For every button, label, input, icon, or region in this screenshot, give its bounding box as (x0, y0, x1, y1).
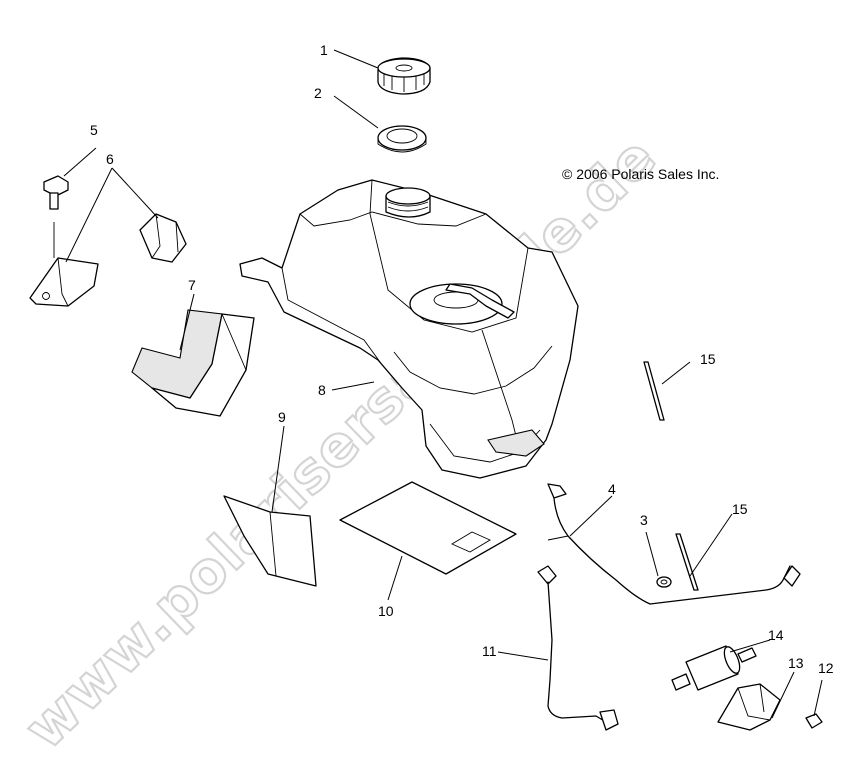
heat-shield-part (131, 309, 255, 417)
callout-14: 14 (768, 627, 784, 643)
fuel-line-part (537, 565, 619, 731)
callout-3: 3 (640, 512, 648, 528)
hose-clamp-part (656, 576, 672, 588)
callout-6: 6 (106, 151, 114, 167)
foam-pad-part (339, 481, 517, 575)
callout-15-upper: 15 (700, 351, 716, 367)
pad-part (223, 495, 317, 587)
callout-15-lower: 15 (732, 501, 748, 517)
callout-9: 9 (278, 409, 286, 425)
callout-labels: 1 2 3 4 5 6 7 8 9 10 11 12 13 14 15 15 (90, 42, 834, 676)
fuel-tank-part (239, 179, 579, 479)
cable-tie-part (643, 361, 699, 591)
filter-clip-part (717, 683, 781, 731)
callout-12: 12 (818, 660, 834, 676)
bolt-part (43, 175, 69, 258)
fuel-cap-part (377, 57, 431, 95)
callout-4: 4 (608, 481, 616, 497)
screw-part (805, 713, 823, 729)
callout-2: 2 (314, 85, 322, 101)
callout-13: 13 (788, 655, 804, 671)
bracket-part (29, 213, 187, 307)
leader-lines (63, 49, 823, 719)
callout-10: 10 (378, 603, 394, 619)
callout-11: 11 (482, 643, 497, 659)
callout-1: 1 (320, 42, 328, 58)
callout-5: 5 (90, 122, 98, 138)
vent-hose-part (547, 483, 801, 605)
callout-7: 7 (188, 277, 196, 293)
callout-8: 8 (318, 382, 326, 398)
fuel-filter-part (671, 645, 757, 691)
cap-gasket-part (377, 125, 427, 153)
copyright-notice: © 2006 Polaris Sales Inc. (562, 166, 719, 182)
